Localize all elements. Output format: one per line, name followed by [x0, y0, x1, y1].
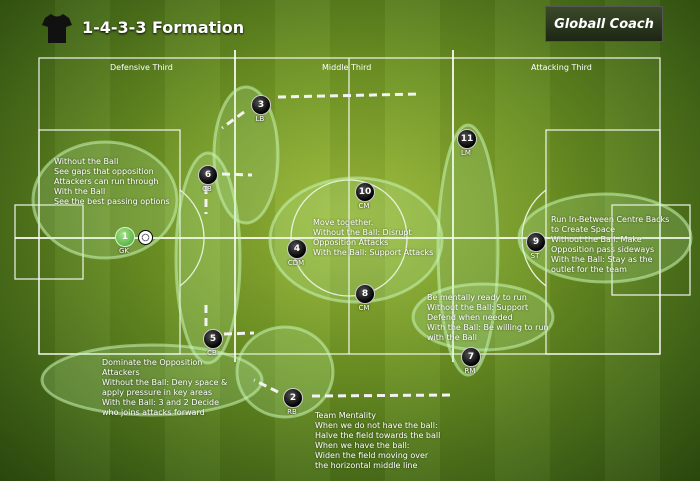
player-position-label: RM: [464, 367, 476, 375]
player-marker[interactable]: 9: [526, 232, 546, 252]
player-position-label: LM: [461, 149, 471, 157]
zone-cb: [174, 151, 242, 365]
zone-def: [40, 343, 264, 417]
player-marker[interactable]: 8: [355, 284, 375, 304]
zone-wing: [436, 123, 500, 377]
zone-st: [517, 192, 693, 284]
player-position-label: LB: [255, 115, 265, 123]
zone-mid: [268, 176, 444, 304]
zone-rm: [411, 282, 555, 352]
player-marker[interactable]: 2: [283, 388, 303, 408]
zone-gk: [31, 140, 179, 260]
player-position-label: CM: [358, 202, 370, 210]
label-defensive-third: Defensive Third: [110, 63, 173, 72]
label-middle-third: Middle Third: [322, 63, 372, 72]
player-position-label: RB: [287, 408, 297, 416]
page-title: 1-4-3-3 Formation: [82, 18, 245, 37]
zone-rb: [235, 325, 335, 419]
player-marker[interactable]: 10: [355, 182, 375, 202]
globall-coach-logo: Globall Coach: [545, 6, 663, 42]
player-position-label: CB: [207, 349, 217, 357]
player-marker[interactable]: 6: [198, 165, 218, 185]
player-position-label: CM: [358, 304, 370, 312]
player-position-label: ST: [530, 252, 540, 260]
shirt-icon: [42, 14, 72, 43]
player-position-label: CDM: [287, 259, 305, 267]
label-attacking-third: Attacking Third: [531, 63, 592, 72]
ball-icon: [138, 230, 153, 245]
player-marker[interactable]: 5: [203, 329, 223, 349]
player-marker[interactable]: 7: [461, 347, 481, 367]
player-marker[interactable]: 4: [287, 239, 307, 259]
player-marker[interactable]: 11: [457, 129, 477, 149]
player-marker[interactable]: 1: [115, 227, 135, 247]
player-marker[interactable]: 3: [251, 95, 271, 115]
player-position-label: CB: [202, 185, 212, 193]
player-position-label: GK: [118, 247, 130, 255]
